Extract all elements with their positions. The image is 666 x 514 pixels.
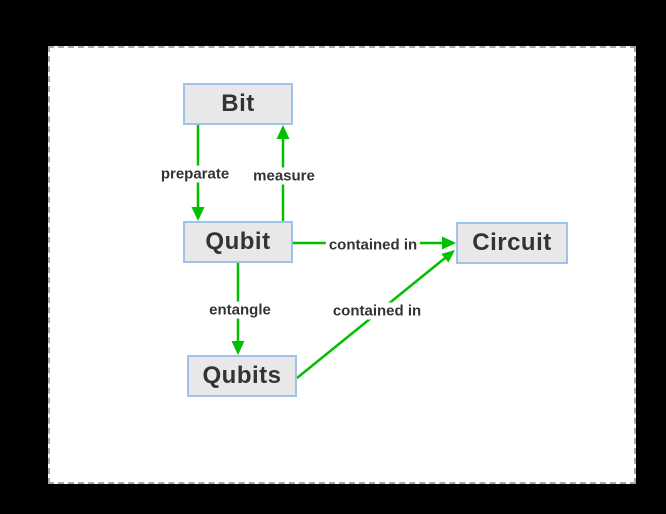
arrowhead-upright-icon — [441, 250, 455, 263]
node-bit-label: Bit — [221, 90, 255, 117]
arrowhead-down-icon — [191, 207, 205, 221]
edge-label-contained-in-2: contained in — [329, 302, 425, 320]
arrowhead-up-icon — [276, 125, 290, 139]
arrowhead-right-icon — [442, 236, 456, 250]
node-bit: Bit — [183, 83, 293, 125]
edge-label-preparate: preparate — [157, 165, 233, 183]
node-circuit: Circuit — [456, 222, 568, 264]
arrowhead-down-icon — [231, 341, 245, 355]
node-qubit-label: Qubit — [205, 228, 271, 255]
node-qubit: Qubit — [183, 221, 293, 263]
edges-svg — [191, 125, 456, 379]
node-qubits-label: Qubits — [202, 362, 282, 389]
diagram-canvas: Bit Qubit Circuit Qubits preparate measu… — [48, 46, 636, 484]
edge-label-entangle: entangle — [206, 301, 274, 319]
node-circuit-label: Circuit — [472, 229, 552, 256]
node-qubits: Qubits — [187, 355, 297, 397]
edge-label-measure: measure — [250, 167, 318, 185]
edge-label-contained-in-1: contained in — [325, 236, 421, 254]
